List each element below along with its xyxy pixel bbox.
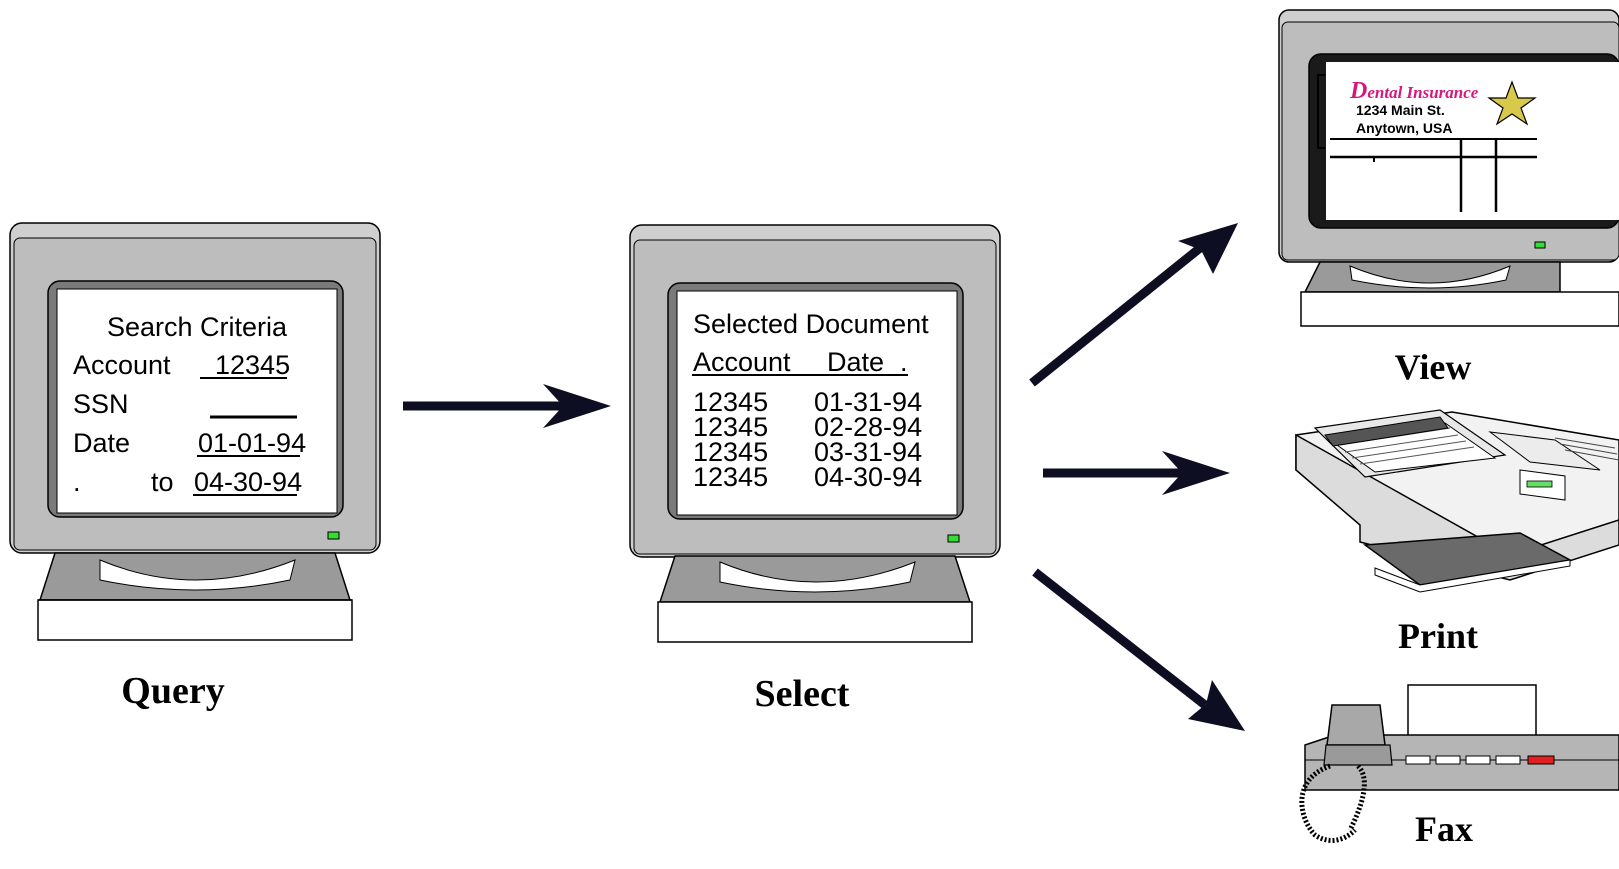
arrow-select-to-fax	[1032, 568, 1208, 709]
select-caption: Select	[755, 673, 850, 715]
doc-address-line2: Anytown, USA	[1356, 120, 1452, 136]
doc-title: Dental Insurance	[1349, 78, 1479, 104]
row-date: 01-31-94	[814, 387, 922, 417]
row-date: 04-30-94	[814, 462, 922, 492]
row-account: 12345	[693, 412, 768, 442]
power-led	[1534, 241, 1546, 249]
col-account-header: Account	[693, 347, 791, 377]
insurance-document: Dental Insurance 1234 Main St. Anytown, …	[1317, 74, 1537, 212]
doc-address-line1: 1234 Main St.	[1356, 102, 1445, 118]
table-row[interactable]: 12345 02-28-94	[693, 412, 922, 442]
table-row[interactable]: 12345 04-30-94	[693, 462, 922, 492]
fax-caption: Fax	[1415, 809, 1473, 849]
account-label: Account	[73, 350, 171, 380]
select-heading: Selected Document	[693, 309, 929, 339]
fax-stop-button	[1527, 755, 1555, 765]
fax-machine-icon	[1299, 684, 1619, 843]
row-date: 02-28-94	[814, 412, 922, 442]
table-row[interactable]: 12345 01-31-94	[693, 387, 922, 417]
star-logo-icon	[1487, 80, 1537, 126]
date-to-field: 04-30-94	[194, 467, 302, 497]
row-account: 12345	[693, 462, 768, 492]
date-from-field: 01-01-94	[198, 428, 306, 458]
row-date: 03-31-94	[814, 437, 922, 467]
col-date-header: Date	[827, 347, 884, 377]
ssn-label: SSN	[73, 389, 129, 419]
view-monitor	[1278, 9, 1619, 327]
table-row[interactable]: 12345 03-31-94	[693, 437, 922, 467]
view-caption: View	[1395, 347, 1472, 387]
query-heading: Search Criteria	[107, 312, 288, 342]
col-header-dot: .	[900, 347, 908, 377]
row-account: 12345	[693, 387, 768, 417]
date-label: Date	[73, 428, 130, 458]
to-label: to	[151, 467, 174, 497]
query-caption: Query	[121, 670, 224, 712]
arrow-select-to-view	[1029, 244, 1203, 387]
query-monitor	[9, 222, 381, 641]
print-caption: Print	[1398, 616, 1478, 656]
printer-icon	[1295, 409, 1619, 593]
account-field: 12345	[215, 350, 290, 380]
power-led	[947, 534, 960, 543]
power-led	[327, 531, 340, 540]
row-account: 12345	[693, 437, 768, 467]
query-screen-content: Search Criteria Account 12345 SSN Date 0…	[73, 312, 306, 497]
range-dot: .	[73, 467, 81, 497]
select-monitor	[629, 224, 1001, 643]
select-screen-content: Selected Document Account Date . 12345 0…	[692, 309, 929, 492]
